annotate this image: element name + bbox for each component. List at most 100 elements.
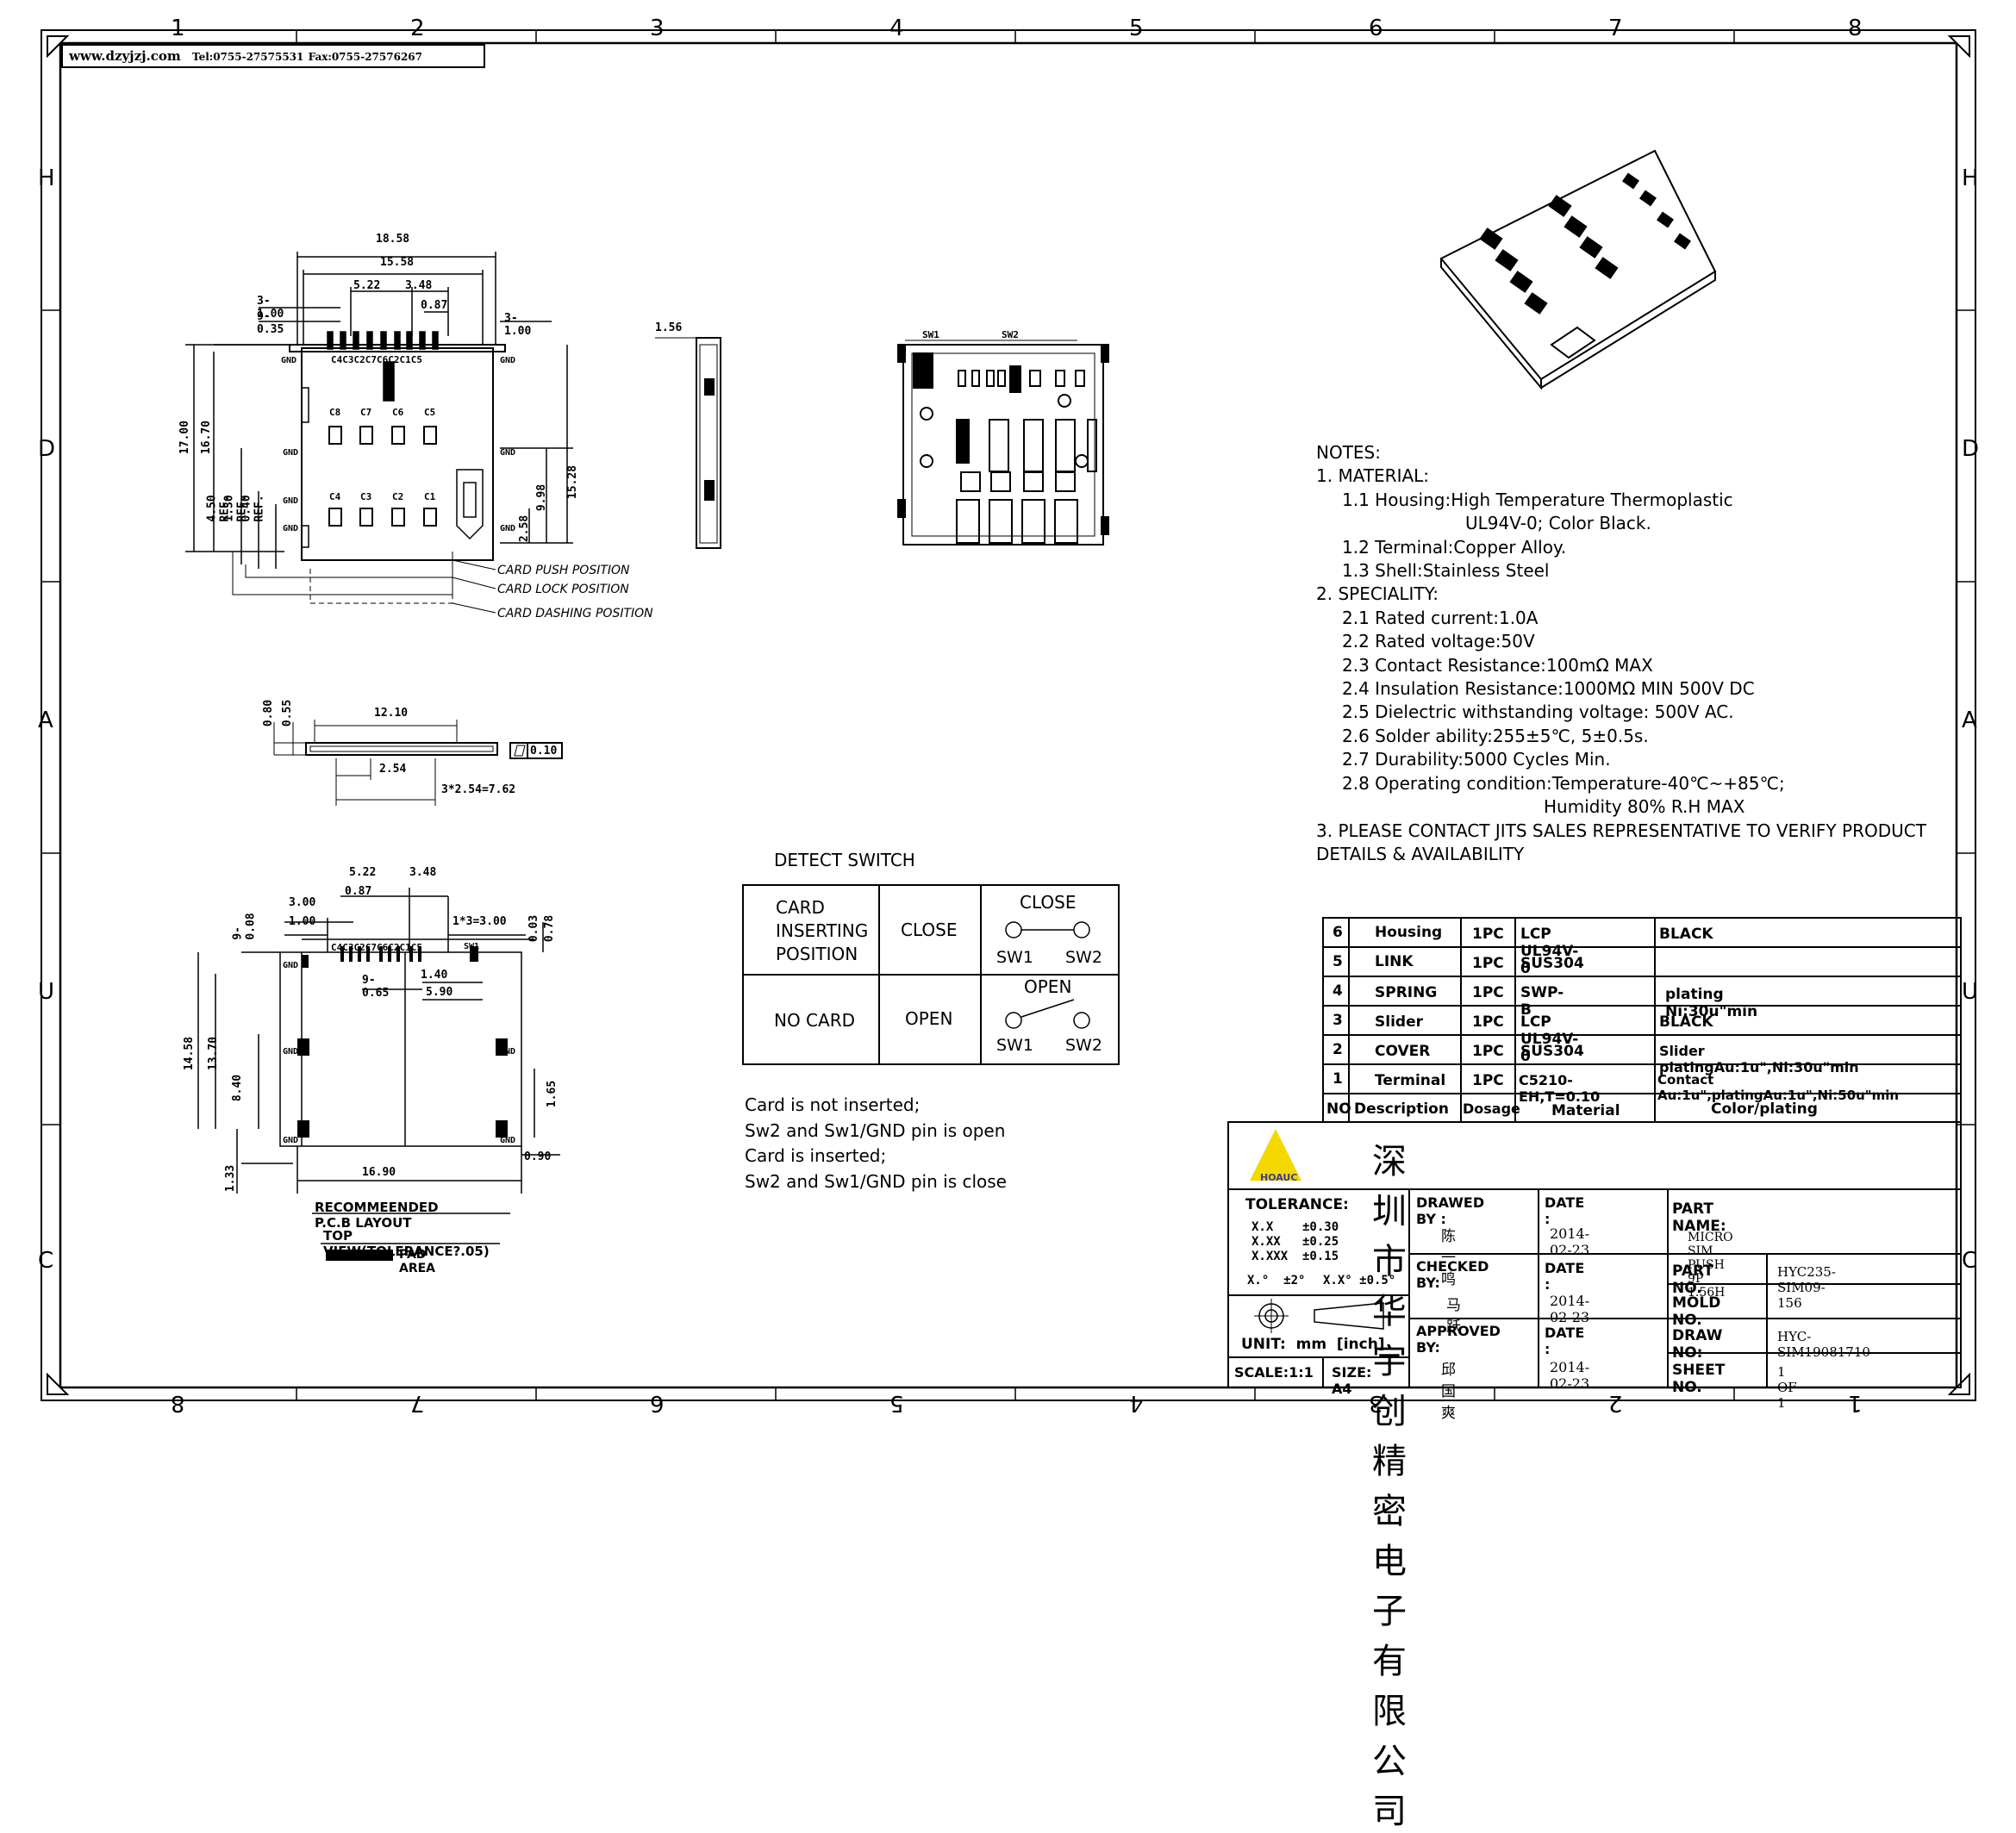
front-view — [273, 720, 563, 806]
row-label: C — [38, 1248, 54, 1274]
dim-label: 14.58 — [183, 1036, 197, 1071]
dim-label: 0.90 — [524, 1150, 552, 1163]
sheet-value: 1 OF 1 — [1777, 1364, 1797, 1411]
tolerance-label: TOLERANCE: — [1245, 1196, 1349, 1213]
callout-lock: CARD LOCK POSITION — [497, 583, 629, 596]
size-label: SIZE: A4 — [1332, 1364, 1372, 1397]
bom-desc: SPRING — [1375, 984, 1438, 1001]
website-text[interactable]: www.dzyjzj.com — [69, 48, 181, 64]
dim-label: 9-0.08 — [231, 913, 258, 940]
dim-label: 16.70 — [200, 420, 214, 455]
note-line: 2.8 Operating condition:Temperature-40℃~… — [1342, 772, 1785, 794]
bottom-sw1-label: SW1 — [922, 329, 939, 340]
part-name-value: MICRO SIM PUSH 9P 1.56H — [1688, 1231, 1733, 1300]
row-label: D — [38, 436, 56, 462]
pad-label: C6 — [392, 407, 404, 418]
callout-push: CARD PUSH POSITION — [497, 564, 630, 577]
note-line: 1. MATERIAL: — [1316, 465, 1430, 487]
pad-label: C1 — [424, 491, 436, 502]
detect-switch-title: DETECT SWITCH — [774, 850, 915, 870]
fax-text: Fax:0755-27576267 — [308, 51, 423, 63]
desc-line: Sw2 and Sw1/GND pin is open — [745, 1119, 1006, 1141]
dim-label: 15.58 — [380, 256, 415, 269]
dim-label: 5.22 — [353, 279, 381, 292]
sheet-label: SHEET NO. — [1672, 1362, 1726, 1396]
bom-mat: SWP-B — [1520, 984, 1564, 1019]
gnd-label: GND — [500, 356, 516, 365]
border-labels: 1 2 3 4 5 6 7 8 8 7 6 5 4 3 2 1 H D A U … — [38, 16, 1979, 1416]
gnd-label: GND — [283, 524, 299, 533]
pcb-pin-row-label: C4C3C2C7C6C2C1C5 — [331, 942, 422, 953]
bom-table — [1322, 917, 1962, 1123]
corner-mark-bl — [47, 1372, 70, 1395]
dim-label: 5.90 — [426, 986, 453, 999]
title-block — [1227, 1121, 1962, 1388]
dim-label: 15.28 — [566, 464, 580, 500]
corner-mark-br — [1947, 1372, 1970, 1395]
dim-label: 3.00 — [289, 896, 316, 909]
side-view — [655, 337, 721, 549]
condition-line: CARD — [776, 897, 825, 918]
dim-label: 0.87 — [421, 299, 448, 312]
drawing-canvas — [41, 29, 1976, 1401]
draw-no-value: HYC-SIM19081710 — [1777, 1329, 1870, 1360]
date-label: DATE : — [1545, 1260, 1585, 1293]
row-label: H — [38, 165, 55, 191]
pad-label: C5 — [424, 407, 436, 418]
bom-no: 4 — [1333, 982, 1343, 1000]
date-value: 2014-02-23 — [1550, 1225, 1590, 1258]
dim-label: 1.40 — [421, 969, 448, 982]
row-label: U — [38, 979, 55, 1005]
bom-desc: Slider — [1375, 1013, 1423, 1031]
sw2-label: SW2 — [1065, 1036, 1102, 1055]
dim-label: 1.00 — [289, 915, 316, 928]
row-label: H — [1962, 165, 1979, 191]
pcb-gnd-label: GND — [283, 1047, 299, 1057]
bom-mat: SUS304 — [1520, 1043, 1584, 1060]
isometric-view — [1439, 149, 1717, 390]
note-line: 2.6 Solder ability:255±5℃, 5±0.5s. — [1342, 725, 1649, 746]
detect-description: Card is not inserted; Sw2 and Sw1/GND pi… — [745, 1093, 1007, 1194]
unit-label: UNIT: mm [inch] — [1241, 1336, 1385, 1353]
bottom-sw2-label: SW2 — [1002, 329, 1019, 340]
gnd-label: GND — [500, 524, 516, 533]
bom-qty: 1PC — [1472, 955, 1504, 972]
bom-no: 1 — [1333, 1070, 1343, 1088]
condition-line: POSITION — [776, 944, 858, 964]
dim-label: 0.40 REF. — [240, 495, 266, 522]
gnd-label: GND — [281, 356, 297, 365]
dim-label: 18.58 — [376, 233, 410, 246]
col-label: 4 — [1129, 1390, 1144, 1416]
dim-label: 9-0.65 — [362, 974, 390, 1000]
row-label: U — [1962, 979, 1979, 1005]
pad-label: C4 — [329, 491, 341, 502]
pcb-sw1-label: SW1 — [464, 942, 480, 951]
row-label: C — [1962, 1248, 1978, 1274]
bom-no: 6 — [1333, 924, 1343, 941]
dim-label: 12.10 — [374, 707, 409, 720]
col-label: 2 — [410, 16, 425, 41]
detect-row1-switch: CLOSE — [1020, 892, 1077, 913]
bom-header-desc: Description — [1354, 1100, 1449, 1118]
dim-label: 1.65 — [546, 1080, 559, 1108]
dim-label: 3.48 — [409, 866, 437, 879]
dim-label: 0.10 — [530, 745, 558, 758]
col-label: 6 — [650, 1390, 665, 1416]
card-position-callouts: CARD PUSH POSITION CARD LOCK POSITION CA… — [497, 561, 653, 623]
notes-block: NOTES: 1. MATERIAL: 1.1 Housing:High Tem… — [1316, 441, 1926, 866]
top-view — [185, 252, 573, 614]
sw1-label: SW1 — [996, 948, 1033, 967]
pad-label: C8 — [329, 407, 341, 418]
outer-border — [41, 29, 1976, 1401]
gnd-label: GND — [283, 496, 299, 506]
col-label: 5 — [889, 1390, 904, 1416]
pad-label: C2 — [392, 491, 404, 502]
col-label: 8 — [1848, 16, 1863, 41]
gnd-label: GND — [283, 448, 299, 458]
tel-text: Tel:0755-27575531 — [192, 51, 304, 63]
dim-label: 3-1.00 — [504, 312, 532, 338]
dim-label: 5.22 — [349, 866, 377, 879]
bom-header-color: Color/plating — [1711, 1100, 1818, 1118]
col-label: 1 — [171, 16, 185, 41]
bom-mat: SUS304 — [1520, 955, 1584, 972]
